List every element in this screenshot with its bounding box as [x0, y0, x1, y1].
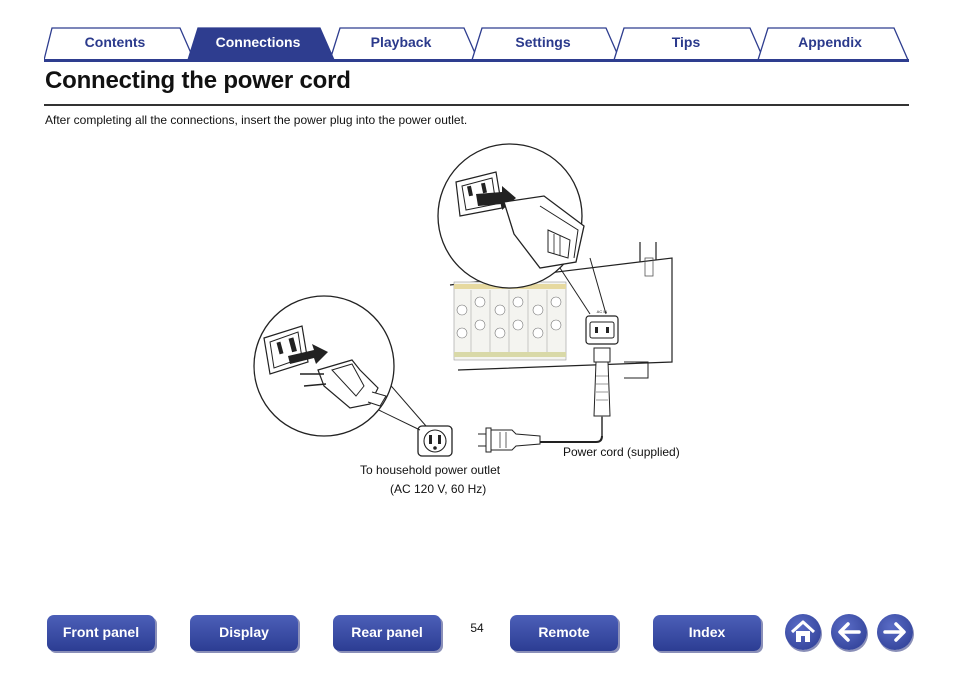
remote-button[interactable]: Remote	[510, 615, 618, 651]
tab-tips[interactable]: Tips	[671, 34, 701, 50]
inlet-zoom-detail	[437, 143, 607, 315]
intro-text: After completing all the connections, in…	[45, 113, 468, 127]
back-button[interactable]	[831, 614, 867, 650]
front-panel-button[interactable]: Front panel	[47, 615, 155, 651]
tab-settings[interactable]: Settings	[515, 34, 571, 50]
chapter-tabs: Contents Connections Playback Settings T…	[44, 26, 909, 62]
rear-panel-button[interactable]: Rear panel	[333, 615, 441, 651]
tab-underline	[44, 59, 909, 62]
tab-playback[interactable]: Playback	[370, 34, 432, 50]
power-cord-illustration: AC IN	[240, 130, 720, 500]
index-button[interactable]: Index	[653, 615, 761, 651]
tab-appendix[interactable]: Appendix	[798, 34, 862, 50]
outlet-label-line2: (AC 120 V, 60 Hz)	[390, 482, 487, 496]
wall-outlet-icon	[417, 425, 453, 457]
outlet-zoom-detail	[253, 295, 427, 437]
home-button[interactable]	[785, 614, 821, 650]
power-cord	[478, 347, 611, 453]
connection-diagram: AC IN	[253, 143, 673, 457]
tab-connections[interactable]: Connections	[215, 34, 301, 50]
arrow-right-icon	[883, 622, 906, 642]
tab-contents[interactable]: Contents	[84, 34, 146, 50]
forward-button[interactable]	[877, 614, 913, 650]
title-divider	[44, 104, 909, 106]
cord-label: Power cord (supplied)	[563, 445, 680, 459]
arrow-left-icon	[838, 622, 861, 642]
outlet-label-line1: To household power outlet	[360, 463, 501, 477]
page-number: 54	[470, 621, 484, 635]
ac-in-marking: AC IN	[597, 309, 608, 314]
home-icon	[790, 620, 816, 642]
display-button[interactable]: Display	[190, 615, 298, 651]
page-title: Connecting the power cord	[45, 67, 351, 94]
